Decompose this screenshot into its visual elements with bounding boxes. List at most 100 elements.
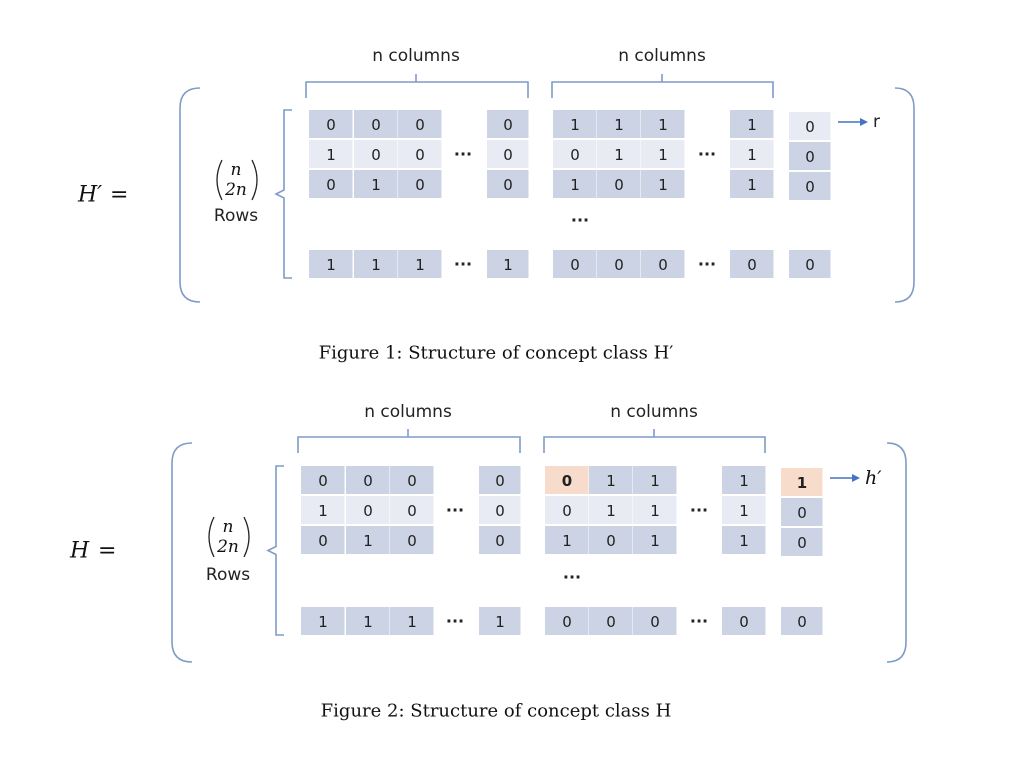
arrow-head xyxy=(852,474,860,482)
right-last-cell-c0-bg xyxy=(553,250,597,278)
left-cell-r1c2: 0 xyxy=(415,146,425,164)
left-cell-r2c3-bg xyxy=(479,526,521,554)
left-cell-r0c1-bg xyxy=(354,110,398,138)
left-cell-r2c1: 1 xyxy=(371,176,381,194)
right-cell-r1c3: 1 xyxy=(747,146,757,164)
left-cell-r1c1: 0 xyxy=(371,146,381,164)
right-cell-r2c3: 1 xyxy=(739,532,749,550)
label-cell-r0: 0 xyxy=(805,118,815,136)
left-cell-r0c2-bg xyxy=(398,110,442,138)
left-cell-r2c3-bg xyxy=(487,170,529,198)
right-cell-r1c2-bg xyxy=(641,140,685,168)
right-cell-r1c3: 1 xyxy=(739,502,749,520)
binom-left-paren xyxy=(216,159,223,201)
arrow-label: h′ xyxy=(865,467,882,489)
right-last-cell-c0: 0 xyxy=(562,613,572,631)
left-last-ellipsis: ··· xyxy=(446,612,464,631)
right-last-cell-c0-bg xyxy=(545,607,589,635)
right-cell-r0c2: 1 xyxy=(658,116,668,134)
left-cell-r2c0: 0 xyxy=(326,176,336,194)
left-last-cell-c2: 1 xyxy=(415,256,425,274)
label-cell-r1-bg xyxy=(781,498,823,526)
left-cell-r0c3-bg xyxy=(479,466,521,494)
right-row-ellipsis: ··· xyxy=(690,501,708,520)
binom-right-paren xyxy=(251,159,258,201)
right-last-cell-c3: 0 xyxy=(747,256,757,274)
left-cell-r0c3-bg xyxy=(487,110,529,138)
right-last-ellipsis: ··· xyxy=(698,255,716,274)
left-cell-r1c3-bg xyxy=(479,496,521,524)
right-cell-r0c0-bg xyxy=(545,466,589,494)
binom-bottom: 2n xyxy=(224,180,247,200)
left-last-cell-c0: 1 xyxy=(326,256,336,274)
left-last-cell-c2: 1 xyxy=(407,613,417,631)
right-cell-r2c3-bg xyxy=(722,526,766,554)
right-last-cell-c0: 0 xyxy=(570,256,580,274)
right-last-cell-c2-bg xyxy=(633,607,677,635)
fig1-equals-sign: = xyxy=(110,183,128,208)
right-cell-r2c1: 0 xyxy=(614,176,624,194)
rows-brace xyxy=(266,465,284,636)
right-last-cell-c3-bg xyxy=(722,607,766,635)
arrow-label: r xyxy=(873,112,880,132)
left-cell-r0c2: 0 xyxy=(407,472,417,490)
left-cell-r2c0-bg xyxy=(309,170,353,198)
left-cell-r0c0: 0 xyxy=(326,116,336,134)
left-cell-r1c1: 0 xyxy=(363,502,373,520)
right-cell-r1c2: 1 xyxy=(658,146,668,164)
right-cell-r0c3-bg xyxy=(730,110,774,138)
right-cell-r2c3: 1 xyxy=(747,176,757,194)
label-cell-r0: 1 xyxy=(797,474,807,492)
left-last-cell-c1-bg xyxy=(346,607,390,635)
right-last-cell-c1: 0 xyxy=(606,613,616,631)
right-cell-r1c0: 0 xyxy=(570,146,580,164)
arrow-head xyxy=(860,118,868,126)
left-cell-r1c3-bg xyxy=(487,140,529,168)
right-cell-r1c2: 1 xyxy=(650,502,660,520)
left-last-cell-c1-bg xyxy=(354,250,398,278)
label-last-cell-bg xyxy=(781,607,823,635)
right-cell-r1c1-bg xyxy=(589,496,633,524)
vertical-ellipsis: ··· xyxy=(563,568,581,587)
left-last-cell-c1: 1 xyxy=(363,613,373,631)
right-cell-r1c0-bg xyxy=(545,496,589,524)
left-last-cell-c0: 1 xyxy=(318,613,328,631)
binom-top: n xyxy=(223,517,234,537)
right-last-cell-c1-bg xyxy=(589,607,633,635)
right-cell-r2c1: 0 xyxy=(606,532,616,550)
left-cell-r2c3: 0 xyxy=(495,532,505,550)
label-cell-r1: 0 xyxy=(797,504,807,522)
right-cell-r0c0-bg xyxy=(553,110,597,138)
left-last-cell-c0-bg xyxy=(309,250,353,278)
right-cell-r0c2-bg xyxy=(641,110,685,138)
left-cell-r1c1-bg xyxy=(346,496,390,524)
left-last-cell-c0-bg xyxy=(301,607,345,635)
fig1-lhs-symbol: H′ xyxy=(77,183,102,208)
right-cell-r2c0-bg xyxy=(545,526,589,554)
left-cell-r1c3: 0 xyxy=(503,146,513,164)
right-cell-r1c2-bg xyxy=(633,496,677,524)
left-columns-label: n columns xyxy=(364,402,452,422)
label-cell-r2: 0 xyxy=(797,534,807,552)
right-last-ellipsis: ··· xyxy=(690,612,708,631)
right-cell-r2c1-bg xyxy=(597,170,641,198)
right-cell-r1c1: 1 xyxy=(606,502,616,520)
right-last-cell-c3-bg xyxy=(730,250,774,278)
left-cell-r2c1-bg xyxy=(354,170,398,198)
right-columns-brace xyxy=(551,74,774,98)
left-cell-r1c3: 0 xyxy=(495,502,505,520)
left-cell-r0c1: 0 xyxy=(371,116,381,134)
right-columns-label: n columns xyxy=(618,46,706,66)
right-cell-r2c0: 1 xyxy=(562,532,572,550)
left-cell-r1c0: 1 xyxy=(326,146,336,164)
left-cell-r2c2-bg xyxy=(390,526,434,554)
left-cell-r1c2-bg xyxy=(398,140,442,168)
left-last-cell-c3: 1 xyxy=(495,613,505,631)
label-last-cell: 0 xyxy=(797,613,807,631)
fig2-equals-sign: = xyxy=(98,539,116,564)
left-cell-r1c0: 1 xyxy=(318,502,328,520)
left-cell-r2c0: 0 xyxy=(318,532,328,550)
